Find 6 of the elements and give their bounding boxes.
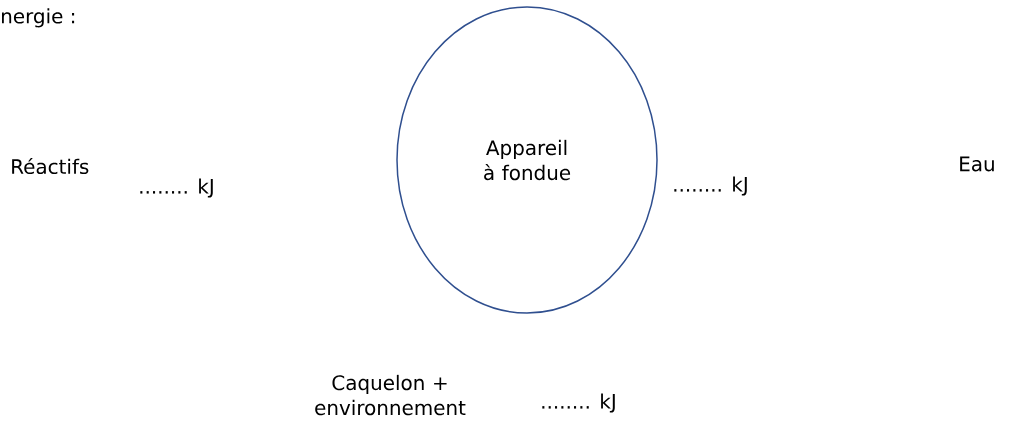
blank-value: ........ kJ [140,178,213,198]
text-label: Caquelon + environnement [315,374,466,416]
text-label: Réactifs [12,157,89,175]
blank-value: ........ kJ [542,393,615,413]
text-label: Eau [960,156,994,172]
heading: nergie : [2,8,75,28]
